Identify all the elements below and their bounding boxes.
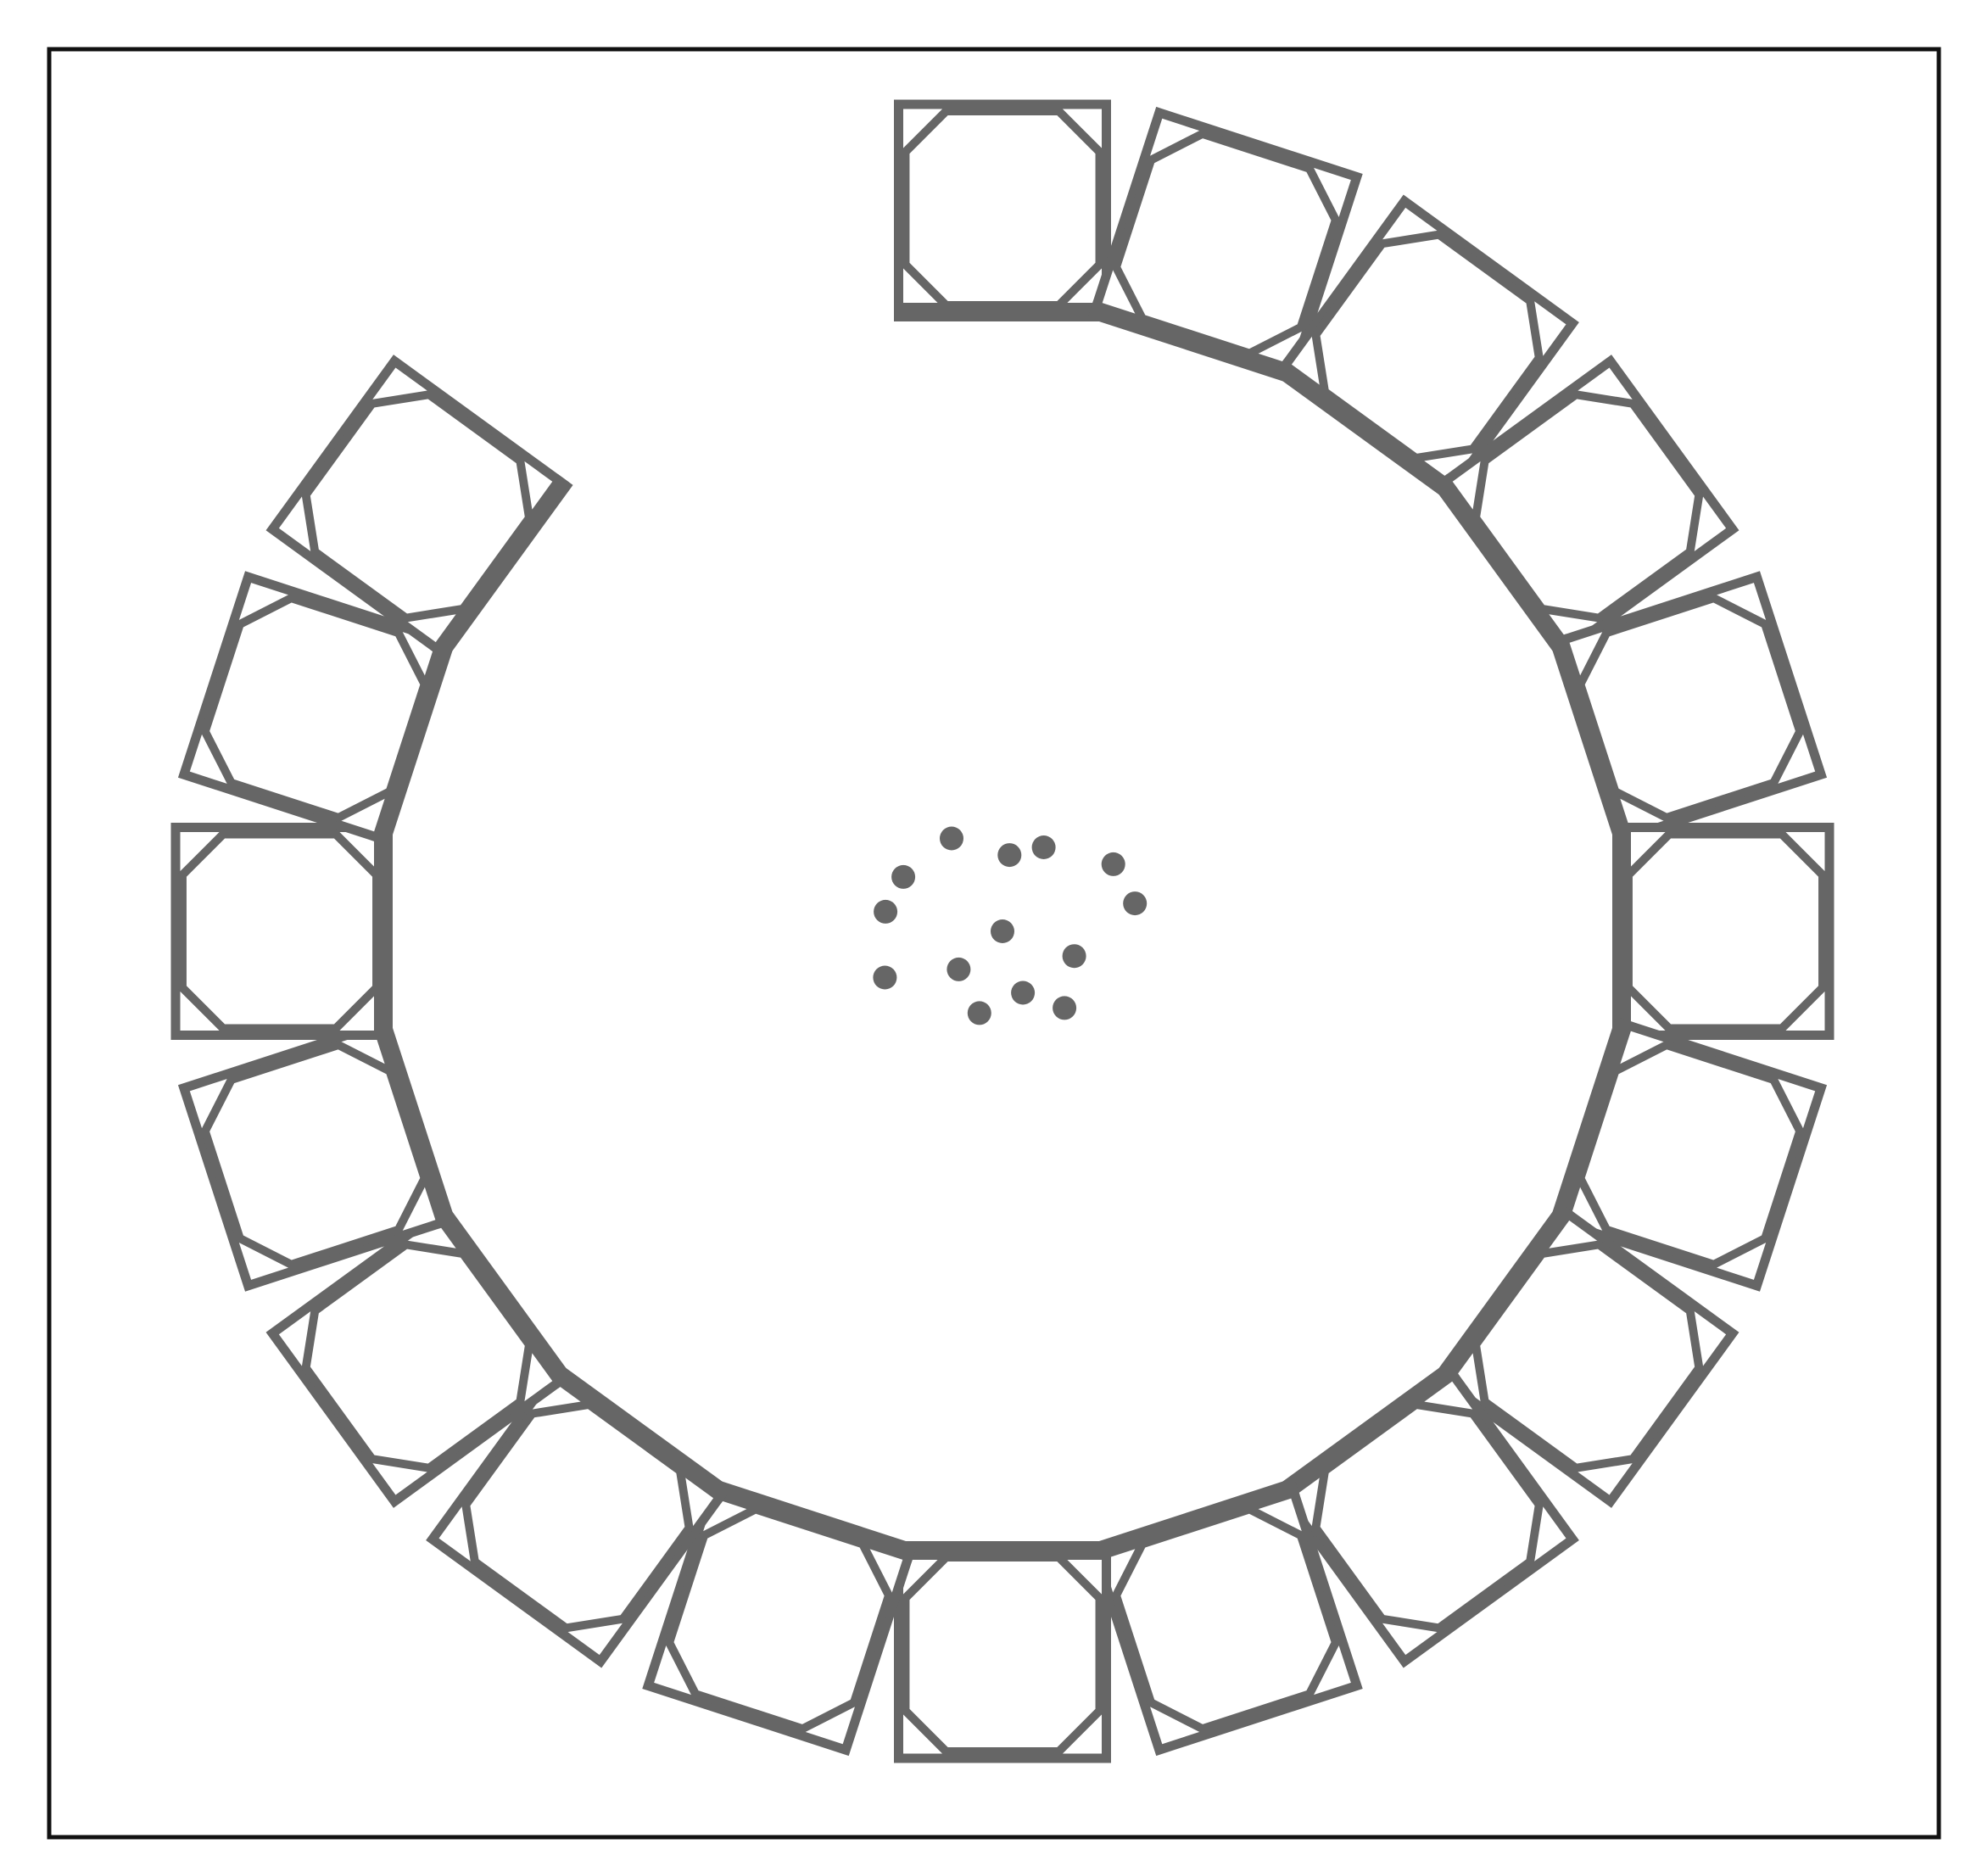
module-inner-band [371,1016,456,1229]
ring-module [1087,106,1363,385]
module-inner-band [705,1478,918,1563]
diagram-frame [47,47,1941,1840]
ring-module [1549,1016,1828,1292]
module-ring [170,99,1834,1763]
module-inner-band [430,1202,573,1389]
module-inner-band [1087,1478,1300,1563]
ring-module [1612,823,1834,1040]
ring-module [177,1016,456,1292]
particle-dot [1123,891,1148,916]
module-inner-band [430,473,573,661]
ring-module [894,99,1111,321]
module-inner-band [371,634,456,846]
ring-module [265,355,573,661]
module-inner-band [1273,1360,1460,1504]
ring-module [1549,571,1828,846]
particle-dot [873,965,897,990]
module-inner-band [1612,823,1631,1040]
particle-dot [967,1001,991,1025]
particle-dot [1011,980,1036,1005]
ring-module [1432,1202,1740,1508]
module-inner-band [1549,634,1634,846]
particle-dot [1101,852,1125,876]
particle-dot [1062,944,1086,969]
ring-module [1087,1478,1363,1757]
particle-dot [991,919,1014,943]
particle-dot [891,864,916,889]
ring-module [265,1202,573,1508]
module-inner-band [1432,1202,1575,1389]
ring-module [894,1541,1111,1763]
module-frame [1617,823,1834,1040]
particle-dot [1053,996,1077,1020]
module-inner-band [544,1360,732,1504]
particle-dot [940,826,963,851]
ring-module [170,823,393,1040]
module-inner-band [1549,1016,1634,1229]
module-inner-band [894,303,1111,321]
particle-dot [1031,835,1056,859]
particle-dot [997,843,1022,868]
ring-module [426,1360,732,1668]
ring-module [642,1478,918,1757]
module-inner-band [1087,299,1300,385]
particle-dot [947,957,971,981]
particle-dot [874,899,898,924]
particle-cluster [873,826,1148,1025]
ring-module [1273,1360,1579,1668]
ring-module [177,571,456,846]
module-inner-band [894,1541,1111,1560]
module-frame [894,99,1111,317]
module-inner-band [1273,359,1460,502]
module-inner-band [1432,473,1575,661]
ring-module [1432,355,1740,661]
ring-module [1273,194,1579,502]
module-frame [894,1545,1111,1763]
module-inner-band [374,823,393,1040]
module-frame [170,823,388,1040]
